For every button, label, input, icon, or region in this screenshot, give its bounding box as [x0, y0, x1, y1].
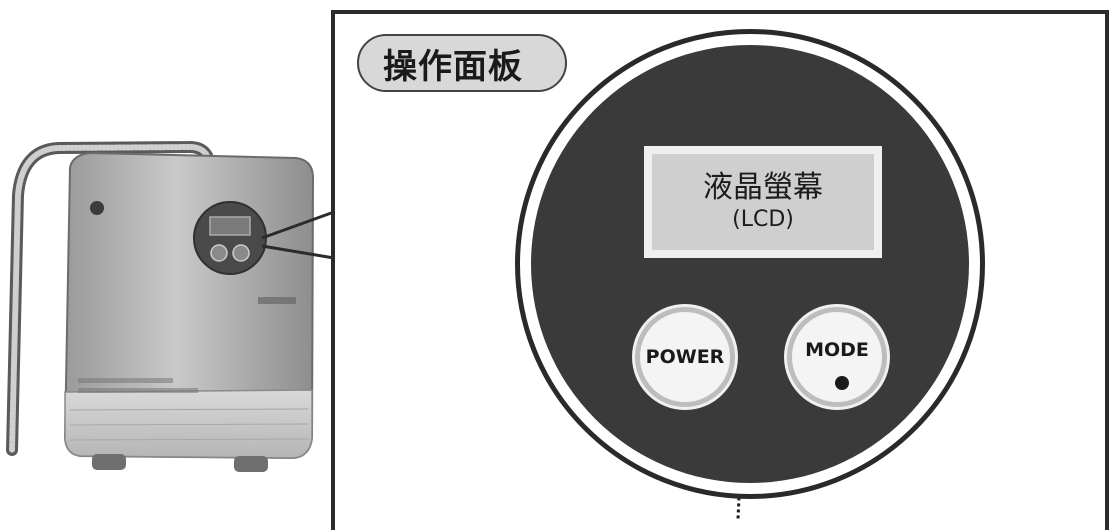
- lcd-title: 液晶螢幕: [703, 170, 823, 205]
- panel-title: 操作面板: [383, 46, 523, 87]
- lcd-screen: 液晶螢幕 (LCD): [644, 146, 882, 258]
- panel-title-badge: 操作面板: [357, 34, 567, 92]
- power-button-label: POWER: [645, 346, 725, 368]
- mode-indicator-dot: [835, 376, 849, 390]
- ionizer-foot: [92, 454, 126, 470]
- power-button[interactable]: POWER: [635, 307, 735, 407]
- ionizer-foot: [234, 456, 268, 472]
- product-control-panel: [193, 201, 267, 275]
- brand-logo-icon: [90, 201, 104, 215]
- dial-face: 液晶螢幕 (LCD) POWER MODE: [531, 45, 969, 483]
- lcd-subtitle: (LCD): [732, 207, 794, 232]
- mode-button[interactable]: MODE: [787, 307, 887, 407]
- ionizer-base: [64, 389, 313, 459]
- control-panel-dial: 液晶螢幕 (LCD) POWER MODE: [515, 29, 985, 499]
- mode-button-label: MODE: [805, 339, 869, 361]
- water-ionizer-illustration: [6, 141, 315, 472]
- diagram-scene: 操作面板 液晶螢幕 (LCD) POWER MODE: [6, 10, 1109, 530]
